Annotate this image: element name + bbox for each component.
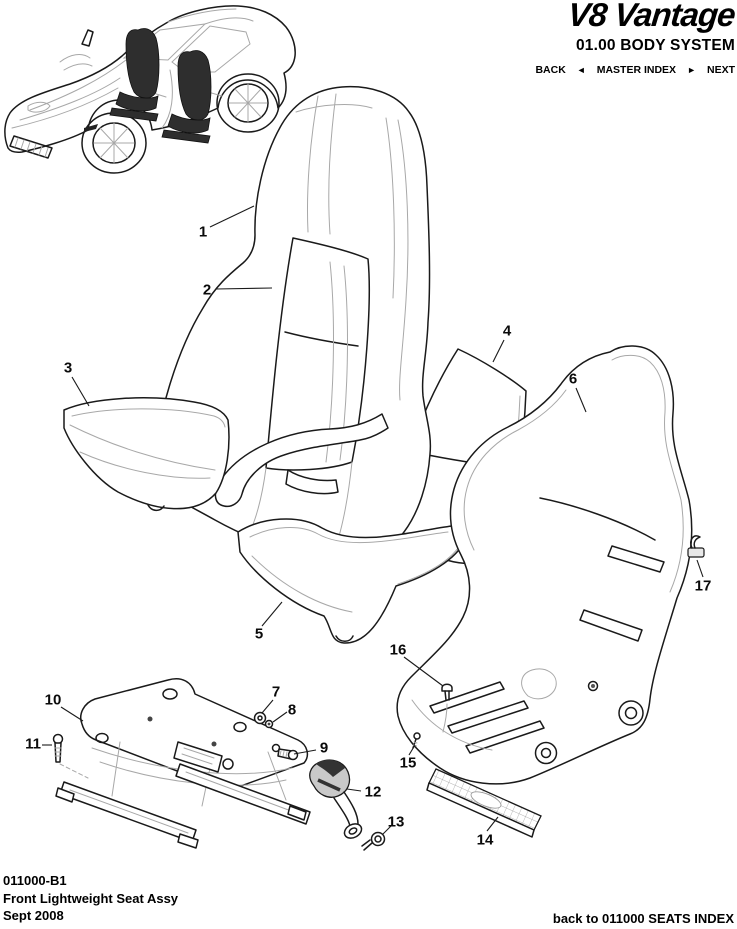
callout-7: 7 bbox=[271, 683, 281, 701]
push-pin-part16 bbox=[441, 683, 453, 733]
callout-13: 13 bbox=[387, 813, 405, 831]
brand-logo: V8 Vantage bbox=[566, 0, 737, 33]
back-arrow-icon[interactable]: ◄ bbox=[576, 65, 586, 75]
callout-12: 12 bbox=[364, 783, 382, 801]
callout-17: 17 bbox=[694, 577, 712, 595]
nav-back-link[interactable]: BACK bbox=[535, 64, 566, 76]
car-seats bbox=[109, 28, 212, 144]
bolt-part13 bbox=[361, 831, 386, 851]
header-nav: BACK ◄ MASTER INDEX ► NEXT bbox=[535, 64, 735, 76]
next-arrow-icon[interactable]: ► bbox=[687, 65, 696, 75]
nav-master-index-link[interactable]: MASTER INDEX bbox=[596, 64, 677, 76]
seat-back-pad-part2 bbox=[247, 237, 370, 553]
nut-part8 bbox=[264, 719, 274, 729]
document-code: 011000-B1 bbox=[3, 873, 67, 888]
screw-part15 bbox=[412, 732, 421, 749]
cushion-bolster-part3 bbox=[63, 397, 230, 512]
callout-15: 15 bbox=[399, 754, 417, 772]
callout-9: 9 bbox=[319, 739, 329, 757]
document-info: 011000-B1 Front Lightweight Seat Assy Se… bbox=[3, 872, 178, 925]
seat-cushion-part5 bbox=[237, 518, 468, 644]
nav-next-link[interactable]: NEXT bbox=[706, 64, 735, 76]
callout-11: 11 bbox=[25, 735, 41, 753]
callout-2: 2 bbox=[202, 281, 212, 299]
callout-16: 16 bbox=[389, 641, 407, 659]
car-illustration bbox=[4, 5, 296, 174]
car-grille bbox=[9, 135, 53, 159]
document-title: Front Lightweight Seat Assy bbox=[3, 890, 179, 906]
callout-4: 4 bbox=[502, 322, 512, 340]
bolt-part11 bbox=[52, 733, 64, 763]
callout-3: 3 bbox=[63, 359, 73, 377]
car-wheels bbox=[81, 73, 280, 174]
seat-frame-part10 bbox=[55, 678, 311, 849]
clip-part17 bbox=[687, 535, 705, 558]
document-date: Sept 2008 bbox=[3, 908, 64, 923]
callout-8: 8 bbox=[287, 701, 297, 719]
leader-lines bbox=[42, 205, 704, 835]
seat-mount-ears bbox=[534, 700, 644, 765]
callout-5: 5 bbox=[254, 625, 264, 643]
section-title: 01.00 BODY SYSTEM bbox=[575, 37, 735, 54]
callout-1: 1 bbox=[198, 223, 208, 241]
belt-buckle-part12 bbox=[309, 759, 363, 839]
washer-part7 bbox=[253, 711, 267, 725]
callout-14: 14 bbox=[476, 831, 494, 849]
screw-part9 bbox=[277, 748, 299, 761]
callout-10: 10 bbox=[44, 691, 62, 709]
mounting-plate-part14 bbox=[426, 768, 542, 838]
seat-shell-part6 bbox=[396, 345, 693, 785]
seats-index-link[interactable]: back to 011000 SEATS INDEX bbox=[552, 911, 734, 926]
seat-side-rail-arm bbox=[214, 413, 389, 508]
callout-6: 6 bbox=[568, 370, 578, 388]
